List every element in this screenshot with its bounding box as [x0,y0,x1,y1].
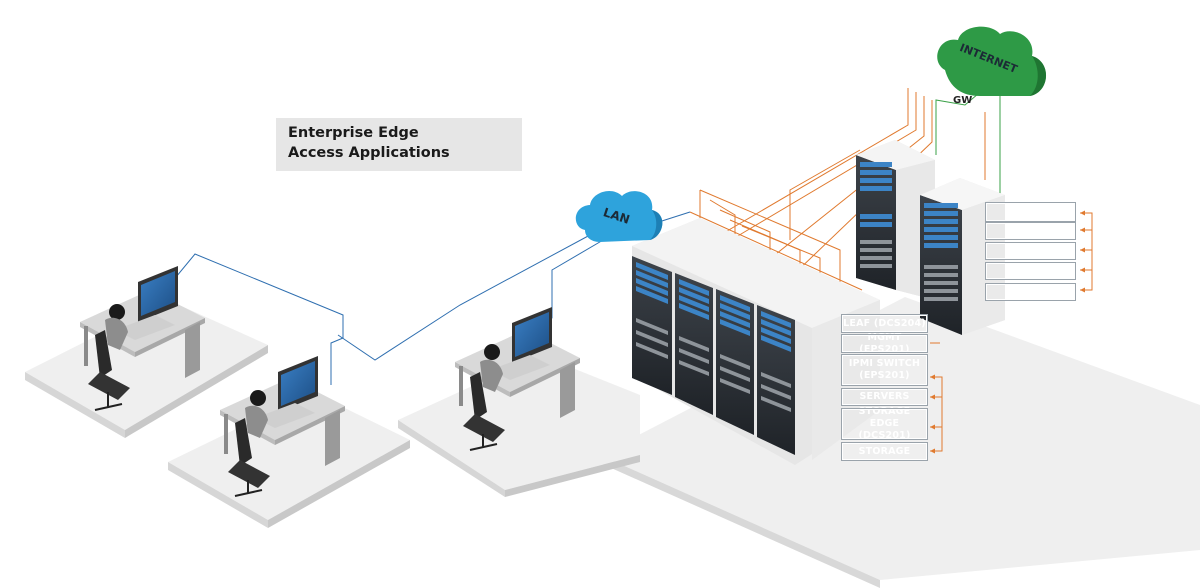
leaf-servers-label-text: SERVERS [859,391,910,402]
spine-label-text: SPINE (DCS240) [1004,200,1057,223]
spine-gw-label-text: GW [1021,225,1040,236]
leaf-label: LEAF (DCS204) [841,314,928,333]
spine-gw-label: GW [985,222,1076,240]
leaf-servers-label: SERVERS [841,388,928,406]
diagram-title-box: Enterprise Edge Access Applications [276,118,522,171]
leaf-storage-label: STORAGE [841,442,928,461]
spine-storage-label: STORAGE [985,283,1076,301]
leaf-ipmi-switch-label-text: IPMI SWITCH (EPS201) [848,358,921,381]
leaf-ipmi-switch-label: IPMI SWITCH (EPS201) [841,354,928,386]
lan-cloud-icon [575,190,663,242]
rack-interconnect-links [689,88,986,295]
title-line-2: Access Applications [288,145,450,161]
leaf-mgmt-label-text: MGMT (EPS201) [859,331,910,355]
front-server-racks [632,218,880,465]
spine-label: SPINE (DCS240) [985,200,1076,223]
leaf-storage-edge-label: STORAGE EDGE (DCS201) [841,406,928,441]
spine-mgmt-label-text: MGMT [1013,245,1048,256]
floor-platforms [25,297,1200,588]
spine-mgmt-label: MGMT [985,242,1076,260]
spine-servers-label: SERVERS [985,262,1076,280]
upper-server-racks [856,140,1005,335]
leaf-mgmt-label: MGMT (EPS201) [841,332,928,355]
leaf-storage-edge-label-text: STORAGE EDGE (DCS201) [858,406,911,441]
spine-servers-label-text: SERVERS [1005,265,1056,276]
internet-cloud-icon [937,26,1047,97]
leaf-storage-label-text: STORAGE [858,445,911,457]
workstation-1 [80,266,205,411]
internet-links [935,87,1001,195]
arrow-heads [930,210,1085,454]
workstation-3 [455,307,580,451]
spine-storage-label-text: STORAGE [1004,286,1057,297]
title-line-1: Enterprise Edge [288,125,419,141]
leaf-label-text: LEAF (DCS204) [843,317,926,329]
workstation-2 [220,356,345,497]
gateway-label: GW [953,95,973,106]
